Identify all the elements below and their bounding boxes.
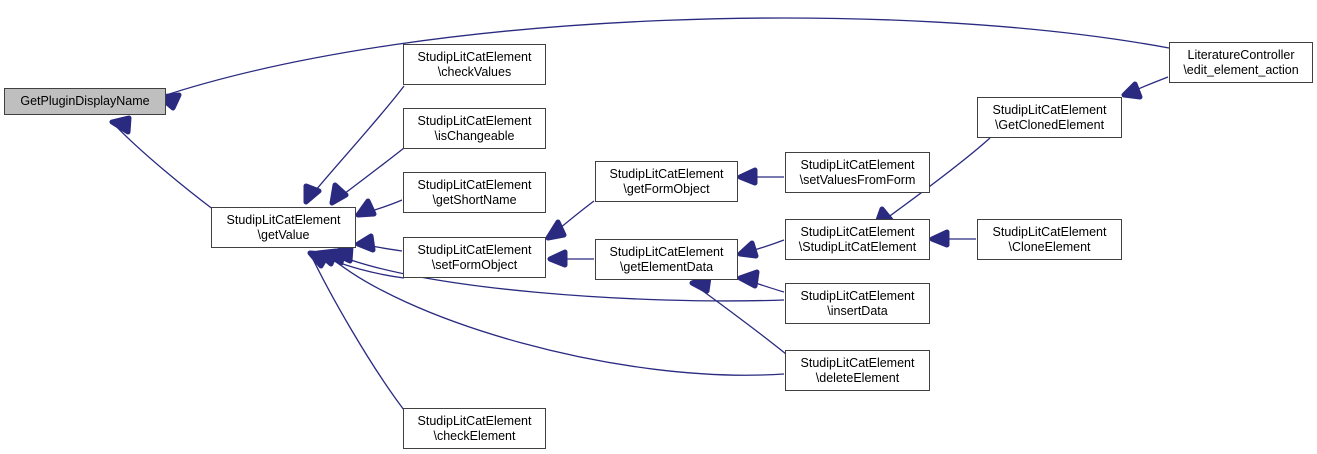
graph-node-getElementData[interactable]: StudipLitCatElement\getElementData xyxy=(595,239,738,280)
node-label-line2: \StudipLitCatElement xyxy=(798,239,917,254)
graph-node-setFormObject[interactable]: StudipLitCatElement\setFormObject xyxy=(403,237,546,278)
node-label-line2: \checkValues xyxy=(437,64,512,79)
node-label-line2: \edit_element_action xyxy=(1183,62,1299,77)
graph-edge-arrowhead xyxy=(689,274,712,294)
node-label-line1: StudipLitCatElement xyxy=(800,355,915,370)
graph-node-ctor[interactable]: StudipLitCatElement\StudipLitCatElement xyxy=(785,219,930,260)
node-label-line2: \CloneElement xyxy=(1008,239,1091,254)
graph-edge xyxy=(111,121,215,211)
graph-node-getCloned[interactable]: StudipLitCatElement\GetClonedElement xyxy=(977,97,1122,138)
node-label-line2: \getElementData xyxy=(619,259,714,274)
graph-edge-arrowhead xyxy=(737,269,760,289)
node-label-line1: StudipLitCatElement xyxy=(609,244,724,259)
node-label-line2: \setFormObject xyxy=(431,257,518,272)
graph-edge-arrowhead xyxy=(1121,81,1143,100)
node-label-line2: \getFormObject xyxy=(623,181,710,196)
graph-edge xyxy=(159,17,1170,98)
node-label-line1: StudipLitCatElement xyxy=(417,113,532,128)
graph-node-cloneElement[interactable]: StudipLitCatElement\CloneElement xyxy=(977,219,1122,260)
node-label-line2: \checkElement xyxy=(433,428,516,443)
graph-node-setValuesFrom[interactable]: StudipLitCatElement\setValuesFromForm xyxy=(785,152,930,193)
graph-node-isChangeable[interactable]: StudipLitCatElement\isChangeable xyxy=(403,108,546,149)
node-label-line2: \getValue xyxy=(257,227,310,242)
graph-node-checkValues[interactable]: StudipLitCatElement\checkValues xyxy=(403,44,546,85)
node-label-line1: StudipLitCatElement xyxy=(226,212,341,227)
graph-edge-arrowhead xyxy=(315,248,339,267)
graph-edge xyxy=(309,252,405,411)
node-label-line1: LiteratureController xyxy=(1187,47,1295,62)
graph-edge-arrowhead xyxy=(547,249,568,268)
node-label-line1: StudipLitCatElement xyxy=(417,49,532,64)
node-label-line1: StudipLitCatElement xyxy=(800,157,915,172)
graph-node-getValue[interactable]: StudipLitCatElement\getValue xyxy=(211,207,356,248)
node-label-line1: StudipLitCatElement xyxy=(992,102,1107,117)
graph-node-litController[interactable]: LiteratureController\edit_element_action xyxy=(1169,42,1313,83)
node-label-line2: \deleteElement xyxy=(815,370,900,385)
graph-edge xyxy=(334,253,785,302)
node-label-line1: StudipLitCatElement xyxy=(800,224,915,239)
graph-node-deleteElement[interactable]: StudipLitCatElement\deleteElement xyxy=(785,350,930,391)
node-label-line2: \GetClonedElement xyxy=(994,117,1105,132)
node-label-line1: GetPluginDisplayName xyxy=(20,94,150,108)
graph-edge-arrowhead xyxy=(329,182,349,206)
graph-edge xyxy=(326,253,785,376)
node-label-line2: \insertData xyxy=(827,303,888,318)
node-label-line1: StudipLitCatElement xyxy=(417,177,532,192)
graph-edge-arrowhead xyxy=(545,219,567,241)
node-label-line1: StudipLitCatElement xyxy=(609,166,724,181)
graph-edge xyxy=(691,282,787,355)
node-label-line1: StudipLitCatElement xyxy=(417,413,532,428)
graph-edge-arrowhead xyxy=(355,233,376,253)
graph-edge-arrowhead xyxy=(929,229,950,248)
graph-edge-arrowhead xyxy=(737,167,758,186)
graph-node-root: GetPluginDisplayName xyxy=(4,88,166,115)
graph-edge-arrowhead xyxy=(737,240,759,259)
node-label-line1: StudipLitCatElement xyxy=(417,242,532,257)
node-label-line2: \getShortName xyxy=(432,192,517,207)
node-label-line2: \isChangeable xyxy=(434,128,515,143)
graph-node-getShortName[interactable]: StudipLitCatElement\getShortName xyxy=(403,172,546,213)
node-label-line1: StudipLitCatElement xyxy=(800,288,915,303)
graph-edge-arrowhead xyxy=(109,115,132,135)
graph-node-getFormObject[interactable]: StudipLitCatElement\getFormObject xyxy=(595,161,738,202)
graph-edge-arrowhead xyxy=(303,183,322,205)
graph-edge xyxy=(305,85,405,203)
graph-node-insertData[interactable]: StudipLitCatElement\insertData xyxy=(785,283,930,324)
node-label-line1: StudipLitCatElement xyxy=(992,224,1107,239)
graph-node-checkElement[interactable]: StudipLitCatElement\checkElement xyxy=(403,408,546,449)
node-label-line2: \setValuesFromForm xyxy=(799,172,916,187)
graph-edge-arrowhead xyxy=(355,198,377,218)
